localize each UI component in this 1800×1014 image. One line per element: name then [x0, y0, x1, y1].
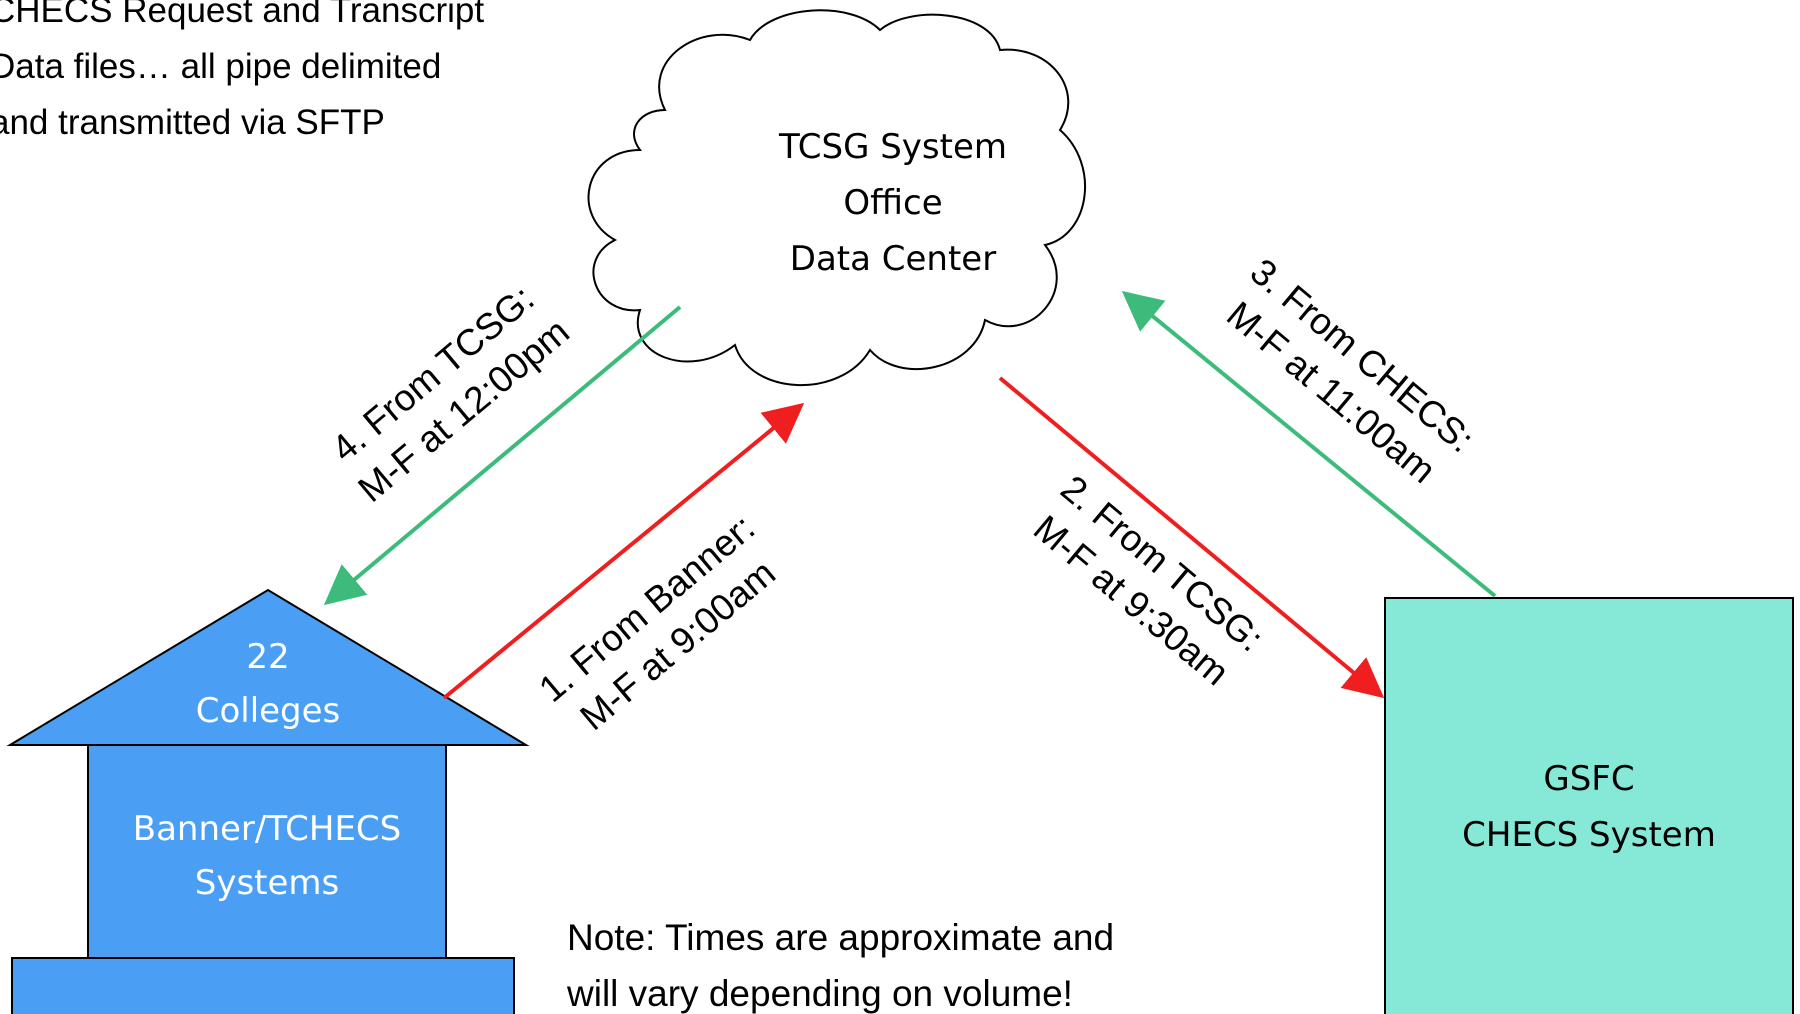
cloud-shape: [587, 9, 1087, 387]
caption: CHECS Request and Transcript Data files……: [0, 0, 484, 142]
flow-arrow-3: [1121, 290, 1497, 598]
cloud-label-line-1: TCSG System: [778, 127, 1007, 167]
gsfc-label-line-2: CHECS System: [1462, 815, 1716, 855]
gsfc-label-line-1: GSFC: [1543, 759, 1634, 799]
flow-arrow-2: [998, 376, 1385, 699]
flow-arrow-4: [323, 305, 682, 606]
caption-line-3: and transmitted via SFTP: [0, 103, 385, 142]
cloud-label-line-2: Office: [843, 183, 942, 223]
cloud-data-center: TCSG System Office Data Center: [587, 9, 1087, 387]
colleges-building: 22 Colleges Banner/TCHECS Systems: [6, 588, 530, 1014]
building-body: [87, 744, 447, 959]
cloud-label-line-3: Data Center: [790, 239, 996, 279]
building-roof-line-2: Colleges: [196, 691, 341, 731]
flow-label-1: 1. From Banner: M-F at 9:00am: [531, 507, 783, 738]
building-roof-line-1: 22: [246, 637, 289, 677]
building-body-line-1: Banner/TCHECS: [133, 809, 402, 849]
note-line-1: Note: Times are approximate and: [567, 917, 1114, 958]
flow-label-4: 4. From TCSG: M-F at 12:00pm: [324, 277, 577, 510]
gsfc-box: [1384, 597, 1794, 1014]
gsfc-checs-system: GSFC CHECS System: [1384, 597, 1794, 1014]
flow-arrow-1: [442, 402, 805, 700]
building-base: [11, 957, 515, 1014]
building-body-line-2: Systems: [195, 863, 340, 903]
note-line-2: will vary depending on volume!: [566, 973, 1073, 1014]
note: Note: Times are approximate and will var…: [566, 917, 1114, 1014]
flow-label-3: 3. From CHECS: M-F at 11:00am: [1219, 251, 1481, 491]
caption-line-2: Data files… all pipe delimited: [0, 47, 441, 86]
caption-line-1: CHECS Request and Transcript: [0, 0, 484, 30]
